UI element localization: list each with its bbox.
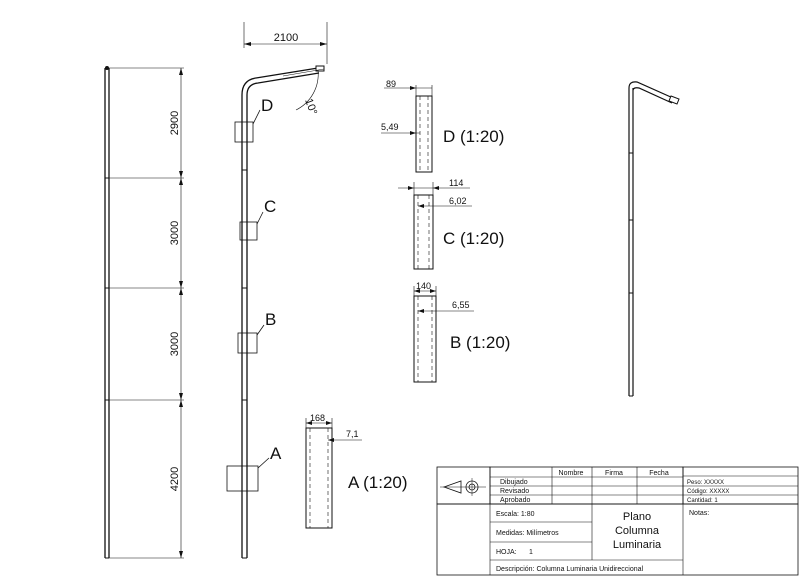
plano-title-line-1: Plano (623, 511, 651, 523)
pole-with-arm-view: 2100 10° D C B A (226, 22, 328, 559)
detail-b-wall-dim: 6,55 (452, 300, 470, 310)
callout-box-d (234, 121, 254, 143)
col-nombre: Nombre (559, 470, 584, 477)
notas-label: Notas: (689, 510, 709, 517)
codigo-value: Código: XXXXX (687, 489, 729, 495)
callout-box-b (237, 332, 258, 354)
row-aprobado: Aprobado (500, 497, 530, 504)
projection-symbol-icon (440, 478, 486, 496)
col-firma: Firma (605, 470, 623, 477)
detail-c-title: C (1:20) (443, 229, 504, 248)
callout-label-a: A (270, 444, 282, 463)
segment-dimension-3: 3000 (169, 332, 181, 356)
isometric-pole-view (628, 81, 680, 397)
segment-dimension-2: 3000 (169, 221, 181, 245)
detail-b-title: B (1:20) (450, 333, 510, 352)
detail-d-wall-dim: 5,49 (381, 122, 399, 132)
detail-c: 114 6,02 C (1:20) (398, 178, 504, 270)
callout-box-c (239, 221, 258, 241)
detail-a-wall-dim: 7,1 (346, 429, 359, 439)
detail-a-title: A (1:20) (348, 473, 408, 492)
medidas-value: Medidas: Milímetros (496, 530, 559, 537)
callout-label-d: D (261, 96, 273, 115)
callout-label-c: C (264, 197, 276, 216)
descripcion-value: Descripción: Columna Luminaria Unidirecc… (496, 566, 644, 573)
segment-dimension-1: 2900 (169, 111, 181, 135)
detail-d: 89 5,49 D (1:20) (381, 79, 504, 173)
arm-length-dimension: 2100 (274, 32, 298, 44)
row-revisado: Revisado (500, 488, 529, 495)
detail-c-wall-dim: 6,02 (449, 196, 467, 206)
peso-value: Peso: XXXXX (687, 480, 724, 486)
cantidad-value: Cantidad: 1 (687, 498, 718, 504)
detail-a-outer-dim: 168 (310, 413, 325, 423)
title-block: Nombre Firma Fecha Dibujado Revisado Apr… (436, 466, 799, 576)
plano-title-line-2: Columna (615, 525, 660, 537)
detail-b-outer-dim: 140 (416, 281, 431, 291)
segmented-pole-elevation: 2900 3000 3000 4200 (104, 66, 184, 559)
arm-angle-dimension: 10° (302, 97, 319, 117)
row-dibujado: Dibujado (500, 479, 528, 486)
hoja-label: HOJA: (496, 549, 517, 556)
segment-dimension-4: 4200 (169, 467, 181, 491)
escala-value: Escala: 1:80 (496, 511, 535, 518)
callout-box-a (226, 465, 259, 492)
detail-d-outer-dim: 89 (386, 79, 396, 89)
plano-title-line-3: Luminaria (613, 539, 662, 551)
hoja-value: 1 (529, 549, 533, 556)
detail-c-outer-dim: 114 (449, 178, 463, 188)
detail-b: 140 6,55 B (1:20) (413, 281, 510, 383)
callout-label-b: B (265, 310, 276, 329)
detail-a: 168 7,1 A (1:20) (305, 413, 408, 529)
detail-d-title: D (1:20) (443, 127, 504, 146)
col-fecha: Fecha (649, 470, 669, 477)
